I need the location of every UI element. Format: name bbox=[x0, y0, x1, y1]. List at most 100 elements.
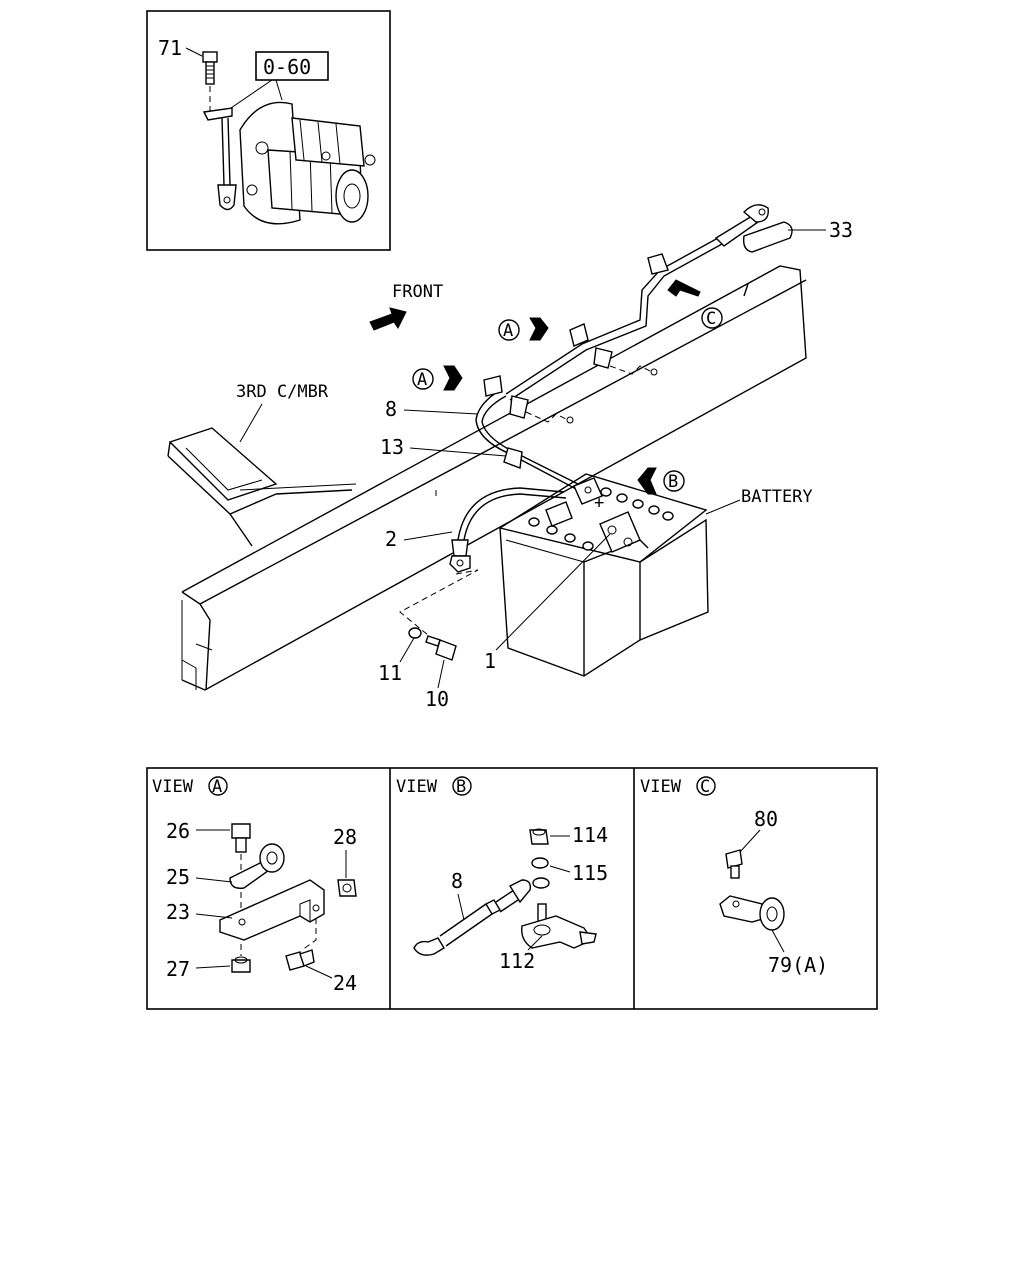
view-marker-c-letter: C bbox=[706, 309, 716, 329]
part-1-leader bbox=[495, 533, 611, 651]
part-23-leader bbox=[195, 913, 233, 919]
part-28-label: 28 bbox=[333, 825, 357, 849]
part-10-leader bbox=[437, 659, 445, 689]
ground-strap-icon bbox=[202, 107, 237, 211]
part-13-label: 13 bbox=[380, 435, 404, 459]
view-arrow-c-icon bbox=[667, 279, 701, 297]
cable-8 bbox=[475, 204, 769, 505]
part-2-label: 2 bbox=[385, 527, 397, 551]
washer-upper-icon bbox=[532, 877, 550, 889]
inset-starter-panel: 0-60 71 bbox=[146, 10, 391, 251]
view-arrow-b-icon bbox=[637, 467, 657, 495]
battery-leader bbox=[705, 499, 741, 515]
view-marker-b-letter: B bbox=[668, 472, 678, 492]
part-25-label: 25 bbox=[166, 865, 190, 889]
bolt-26-icon bbox=[231, 823, 251, 853]
bolt-guide-2 bbox=[399, 569, 479, 641]
view-b-word: VIEW bbox=[396, 777, 438, 797]
starter-motor-icon bbox=[239, 101, 376, 225]
part-80-leader bbox=[739, 829, 761, 853]
part-24-leader bbox=[305, 965, 333, 979]
view-marker-a-upper-letter: A bbox=[503, 321, 513, 341]
cross-member bbox=[167, 427, 357, 547]
view-c-panel: VIEW C 80 79(A) bbox=[640, 776, 828, 977]
view-a-guide-bolt bbox=[301, 918, 317, 951]
bolt-71-icon bbox=[202, 51, 218, 85]
cable-8-detail-icon bbox=[413, 879, 532, 956]
part-71-label: 71 bbox=[158, 36, 182, 60]
part-80-label: 80 bbox=[754, 807, 778, 831]
bolt-80-icon bbox=[725, 849, 743, 879]
nut-114-icon bbox=[529, 828, 549, 845]
view-marker-a-lower-letter: A bbox=[417, 370, 427, 390]
battery: + bbox=[498, 473, 709, 677]
part-25-leader bbox=[195, 877, 233, 883]
view-c-word: VIEW bbox=[640, 777, 682, 797]
part-79-label: 79(A) bbox=[768, 953, 828, 977]
part-115-leader bbox=[549, 865, 571, 873]
view-a-letter: A bbox=[212, 777, 222, 797]
terminal-boot-33-icon bbox=[742, 221, 793, 253]
part-1-label: 1 bbox=[484, 649, 496, 673]
part-10-label: 10 bbox=[425, 687, 449, 711]
battery-label: BATTERY bbox=[741, 487, 813, 507]
front-label: FRONT bbox=[392, 282, 443, 302]
terminal-112-icon bbox=[521, 903, 597, 949]
inset-frame bbox=[146, 10, 391, 251]
view-c-letter: C bbox=[700, 777, 710, 797]
washer-11-icon bbox=[408, 627, 422, 639]
part-2-leader bbox=[403, 531, 453, 541]
view-marker-b: B bbox=[637, 467, 685, 495]
view-marker-a-lower: A bbox=[412, 365, 463, 391]
view-marker-c: C bbox=[667, 279, 723, 329]
part-114-label: 114 bbox=[572, 823, 608, 847]
cable-2 bbox=[449, 487, 573, 573]
view-panels: VIEW A bbox=[146, 767, 878, 1010]
clip-79-icon bbox=[719, 895, 785, 931]
part-24-label: 24 bbox=[333, 971, 357, 995]
part-26-label: 26 bbox=[166, 819, 190, 843]
main-assembly: FRONT 3RD C/MBR bbox=[167, 204, 853, 711]
part-27-label: 27 bbox=[166, 957, 190, 981]
part-8-detail-leader bbox=[457, 893, 465, 921]
part-11-label: 11 bbox=[378, 661, 402, 685]
member-leader bbox=[239, 403, 263, 443]
part-8-detail-label: 8 bbox=[451, 869, 463, 893]
view-b-panel: VIEW B bbox=[396, 776, 608, 973]
part-79-leader bbox=[771, 929, 785, 953]
battery-plus-sign: + bbox=[594, 493, 604, 513]
view-arrow-a-lower-icon bbox=[443, 365, 463, 391]
view-b-letter: B bbox=[456, 777, 466, 797]
clip-bolt-guide-2 bbox=[609, 365, 653, 375]
part-71-leader bbox=[185, 47, 203, 57]
clip-bolt-guide-1 bbox=[525, 411, 569, 423]
part-13-leader bbox=[409, 447, 507, 457]
ref-box-frame bbox=[255, 51, 329, 81]
frame-rail bbox=[181, 265, 807, 691]
view-panels-dividers bbox=[389, 768, 635, 1009]
battery-link-strap bbox=[599, 511, 641, 553]
part-23-label: 23 bbox=[166, 900, 190, 924]
part-8-leader bbox=[403, 409, 479, 415]
part-27-leader bbox=[195, 965, 231, 969]
washer-115-icon bbox=[531, 857, 549, 869]
nut-28-icon bbox=[337, 879, 357, 897]
part-112-label: 112 bbox=[499, 949, 535, 973]
view-a-word: VIEW bbox=[152, 777, 194, 797]
bolt-10-icon bbox=[425, 635, 457, 661]
nut-27-icon bbox=[231, 956, 251, 973]
front-arrow-icon bbox=[369, 307, 407, 331]
view-a-panel: VIEW A bbox=[152, 776, 357, 995]
grommet-13-icon bbox=[503, 447, 523, 469]
ref-box-leader bbox=[227, 79, 283, 111]
view-panels-frame bbox=[146, 767, 878, 1010]
part-33-label: 33 bbox=[829, 218, 853, 242]
view-arrow-a-upper-icon bbox=[529, 317, 549, 341]
part-115-label: 115 bbox=[572, 861, 608, 885]
member-label: 3RD C/MBR bbox=[236, 382, 329, 402]
part-11-leader bbox=[399, 637, 415, 663]
part-8-label: 8 bbox=[385, 397, 397, 421]
view-marker-a-upper: A bbox=[498, 317, 549, 341]
